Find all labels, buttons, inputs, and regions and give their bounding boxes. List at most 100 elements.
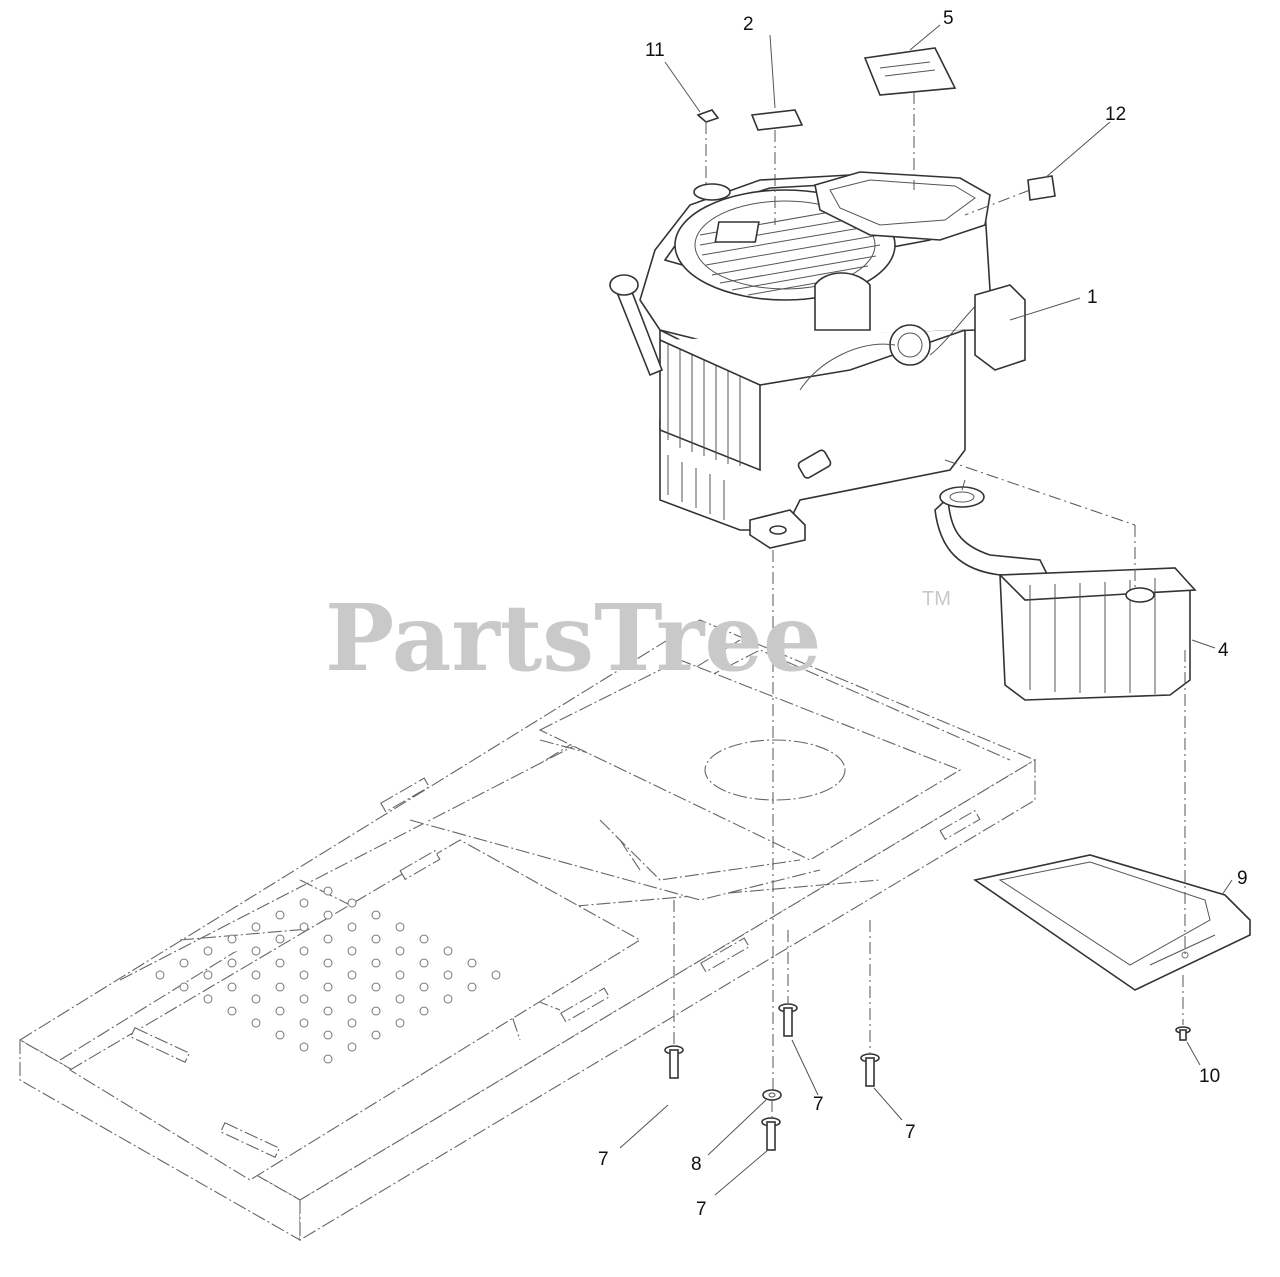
frame-hole xyxy=(275,1006,285,1016)
frame-hole xyxy=(299,898,309,908)
frame-hole xyxy=(395,994,405,1004)
frame-hole xyxy=(371,910,381,920)
frame-hole xyxy=(419,934,429,944)
screw-10 xyxy=(1175,1026,1191,1041)
frame-hole xyxy=(227,958,237,968)
frame-hole xyxy=(467,982,477,992)
frame-hole xyxy=(251,946,261,956)
callout-1: 1 xyxy=(1087,287,1098,308)
frame-hole xyxy=(347,1018,357,1028)
frame-hole xyxy=(419,958,429,968)
frame-hole xyxy=(347,922,357,932)
frame-hole xyxy=(395,1018,405,1028)
engine xyxy=(609,171,1026,549)
frame-hole xyxy=(323,910,333,920)
callout-2: 2 xyxy=(743,14,754,35)
frame-hole xyxy=(227,934,237,944)
callout-7-bottom: 7 xyxy=(696,1199,707,1220)
frame-hole xyxy=(203,946,213,956)
frame-hole xyxy=(179,958,189,968)
watermark-text: PartsTree xyxy=(325,584,821,692)
frame-hole xyxy=(323,982,333,992)
bolt-7-bottom xyxy=(761,1117,781,1151)
frame-hole xyxy=(251,970,261,980)
decal-11 xyxy=(696,109,720,123)
bolt-7-center xyxy=(778,1003,798,1037)
bolt-7-left xyxy=(664,1045,684,1079)
frame-hole xyxy=(299,1042,309,1052)
decal-12 xyxy=(1027,175,1056,201)
frame-hole-pattern xyxy=(155,886,501,1064)
callout-4: 4 xyxy=(1218,640,1229,661)
frame-hole xyxy=(203,994,213,1004)
frame-hole xyxy=(491,970,501,980)
leader-lines xyxy=(619,24,1233,1196)
bolt-7-right xyxy=(860,1053,880,1087)
frame-hole xyxy=(299,1018,309,1028)
callout-7-center: 7 xyxy=(813,1094,824,1115)
frame-hole xyxy=(299,970,309,980)
muffler xyxy=(934,486,1197,701)
fuel-pump xyxy=(799,272,991,391)
frame-hole xyxy=(323,886,333,896)
frame-hole xyxy=(443,946,453,956)
frame-hole xyxy=(323,1006,333,1016)
frame-hole xyxy=(299,946,309,956)
callout-11: 11 xyxy=(645,40,665,61)
muffler-plate xyxy=(973,854,1251,991)
callout-7-right: 7 xyxy=(905,1122,916,1143)
frame-hole xyxy=(275,982,285,992)
frame-hole xyxy=(395,922,405,932)
frame-hole xyxy=(323,1054,333,1064)
frame-hole xyxy=(395,946,405,956)
callout-5: 5 xyxy=(943,8,954,29)
frame-hole xyxy=(347,970,357,980)
frame-hole xyxy=(323,958,333,968)
frame-hole xyxy=(251,1018,261,1028)
frame-hole xyxy=(347,1042,357,1052)
frame-hole xyxy=(371,982,381,992)
frame-hole xyxy=(227,1006,237,1016)
decal-5 xyxy=(863,47,957,96)
frame-hole xyxy=(371,934,381,944)
frame-hole xyxy=(443,994,453,1004)
frame-hole xyxy=(299,994,309,1004)
frame-hole xyxy=(419,982,429,992)
frame-hole xyxy=(155,970,165,980)
frame-hole xyxy=(227,982,237,992)
frame-hole xyxy=(323,1030,333,1040)
callout-12: 12 xyxy=(1105,104,1126,125)
decal-2 xyxy=(750,109,804,131)
washer-8 xyxy=(762,1089,782,1101)
oil-fill-tube xyxy=(609,274,664,377)
frame-hole xyxy=(275,934,285,944)
frame-hole xyxy=(275,910,285,920)
frame-hole xyxy=(467,958,477,968)
assembly-lines xyxy=(673,92,1186,1120)
callout-7-left: 7 xyxy=(598,1149,609,1170)
frame-hole xyxy=(371,1030,381,1040)
frame-hole xyxy=(395,970,405,980)
callout-9: 9 xyxy=(1237,868,1248,889)
frame-hole xyxy=(371,958,381,968)
frame-hole xyxy=(347,898,357,908)
callout-10: 10 xyxy=(1199,1066,1220,1087)
frame-hole xyxy=(275,1030,285,1040)
mower-frame xyxy=(18,619,1037,1241)
frame-hole xyxy=(443,970,453,980)
cylinder-fins xyxy=(659,328,761,520)
frame-hole xyxy=(371,1006,381,1016)
frame-hole xyxy=(323,934,333,944)
frame-hole xyxy=(347,994,357,1004)
frame-hole xyxy=(179,982,189,992)
frame-hole xyxy=(275,958,285,968)
frame-hole xyxy=(203,970,213,980)
callout-8: 8 xyxy=(691,1154,702,1175)
frame-hole xyxy=(299,922,309,932)
frame-hole xyxy=(251,994,261,1004)
watermark-trademark: TM xyxy=(922,588,951,610)
frame-hole xyxy=(251,922,261,932)
frame-hole xyxy=(419,1006,429,1016)
frame-hole xyxy=(347,946,357,956)
